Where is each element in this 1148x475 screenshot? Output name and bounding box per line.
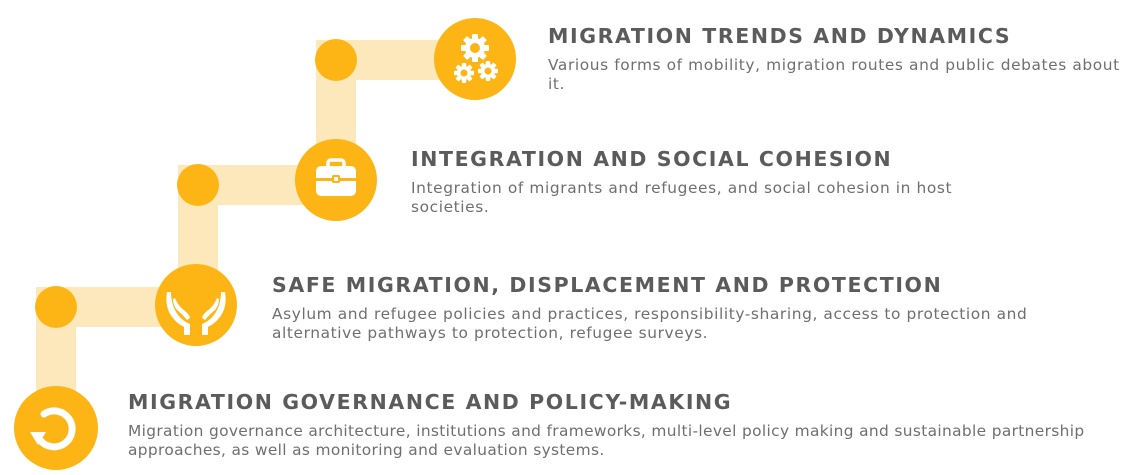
step-description: Various forms of mobility, migration rou… — [548, 56, 1120, 93]
connector-path — [36, 40, 476, 417]
step-circle-governance — [14, 386, 98, 470]
gears-icon — [454, 34, 498, 83]
step-safe-migration: SAFE MIGRATION, DISPLACEMENT AND PROTECT… — [272, 272, 1092, 343]
step-description: Asylum and refugee policies and practice… — [272, 305, 1028, 342]
step-governance: MIGRATION GOVERNANCE AND POLICY-MAKING M… — [128, 389, 1138, 460]
briefcase-icon — [316, 158, 356, 196]
step-description: Migration governance architecture, insti… — [128, 422, 1085, 459]
step-description: Integration of migrants and refugees, an… — [411, 179, 953, 216]
step-title: SAFE MIGRATION, DISPLACEMENT AND PROTECT… — [272, 273, 943, 297]
step-integration: INTEGRATION AND SOCIAL COHESION Integrat… — [411, 146, 971, 217]
step-trends: MIGRATION TRENDS AND DYNAMICS Various fo… — [548, 23, 1128, 94]
step-circle-integration — [295, 139, 377, 221]
cycle-icon — [30, 407, 76, 451]
step-title: INTEGRATION AND SOCIAL COHESION — [411, 147, 893, 171]
step-title: MIGRATION GOVERNANCE AND POLICY-MAKING — [128, 390, 733, 414]
step-circle-trends — [434, 18, 516, 100]
hands-icon — [166, 292, 226, 335]
path-dot — [177, 164, 219, 206]
path-dot — [35, 286, 77, 328]
path-dots — [35, 39, 357, 328]
step-circle-safe — [155, 264, 237, 346]
step-title: MIGRATION TRENDS AND DYNAMICS — [548, 24, 1012, 48]
path-dot — [315, 39, 357, 81]
